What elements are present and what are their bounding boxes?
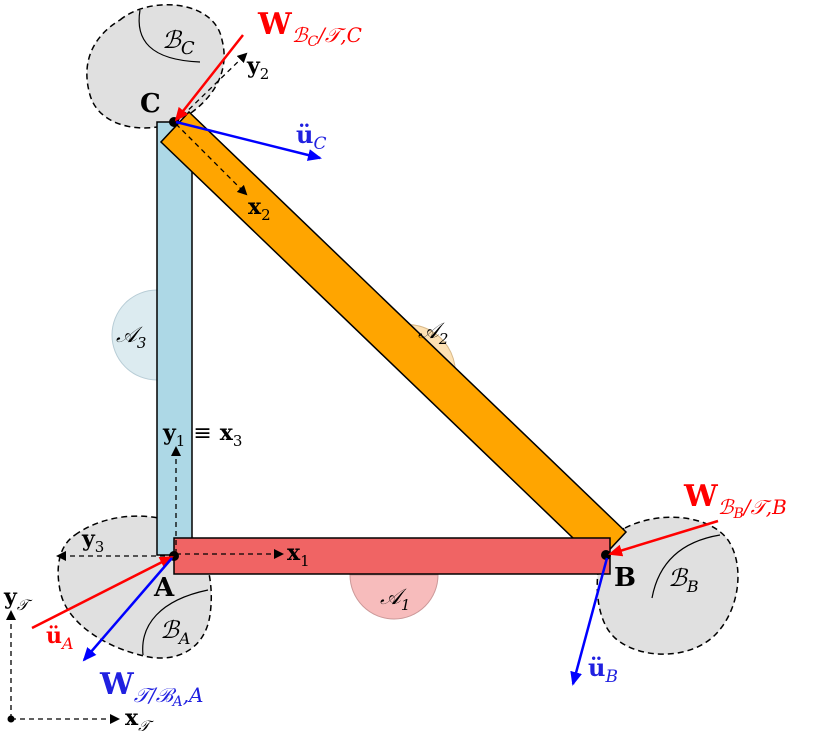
force-wb-arrow bbox=[608, 519, 719, 557]
area-a1-semicircle bbox=[349, 574, 439, 620]
body-b-inner-curve bbox=[651, 534, 721, 599]
axis-x2-arrow bbox=[175, 123, 248, 196]
force-wa-arrow bbox=[82, 557, 173, 662]
force-label-wc: WℬC/𝒯,C bbox=[257, 7, 362, 50]
accel-label-ub: üB bbox=[588, 653, 618, 687]
node-label-c: C bbox=[140, 89, 161, 119]
body-a-inner-curve bbox=[142, 589, 209, 656]
axis-label-y3: y3 bbox=[81, 526, 104, 556]
axis-label-y1-x3: y1≡x3 bbox=[162, 420, 242, 450]
bar-3-vertical bbox=[156, 121, 193, 556]
axis-label-x1: x1 bbox=[287, 540, 310, 570]
body-c-inner-curve bbox=[138, 9, 201, 63]
axis-label-xt: x𝒯 bbox=[125, 705, 154, 731]
node-label-b: B bbox=[614, 563, 636, 593]
accel-label-ua: üA bbox=[46, 623, 74, 653]
node-label-a: A bbox=[153, 573, 175, 603]
force-wc-arrow bbox=[174, 34, 244, 122]
bar-2-diagonal bbox=[159, 110, 628, 564]
accel-ub-arrow bbox=[570, 557, 609, 686]
body-label-bb: ℬB bbox=[668, 564, 699, 596]
accel-ua-arrow bbox=[31, 555, 174, 630]
area-label-a2: 𝒜2 bbox=[418, 319, 448, 348]
axis-y2-arrow bbox=[175, 52, 248, 123]
accel-uc-arrow bbox=[175, 120, 322, 161]
axis-label-yt: y𝒯 bbox=[3, 584, 33, 614]
force-label-wb: WℬB/𝒯,B bbox=[683, 479, 787, 522]
body-label-bc: ℬC bbox=[162, 26, 195, 59]
axis-label-x2: x2 bbox=[248, 194, 271, 224]
accel-label-uc: üC bbox=[296, 120, 326, 154]
body-label-ba: ℬA bbox=[160, 616, 190, 648]
bar-1-horizontal bbox=[173, 537, 611, 575]
force-label-wa: W𝒯/ℬA,A bbox=[99, 667, 204, 710]
area-a3-semicircle bbox=[111, 289, 158, 381]
axis-label-y2: y2 bbox=[246, 53, 269, 83]
